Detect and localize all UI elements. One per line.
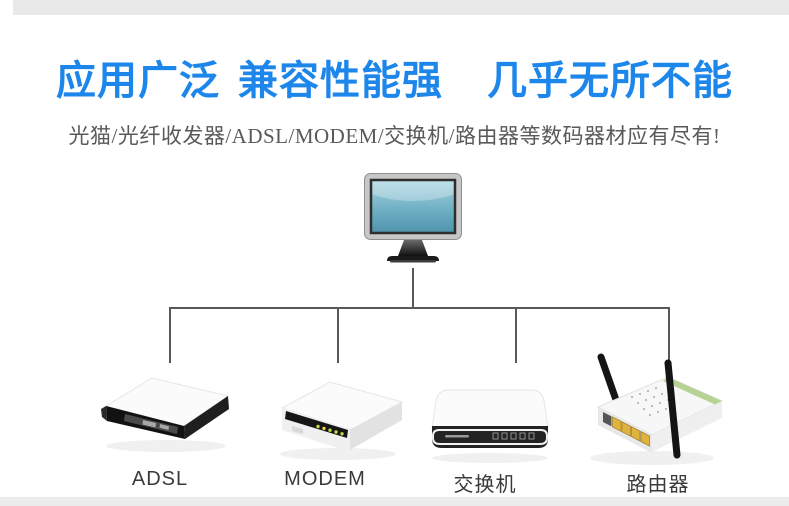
wireless-router-icon: [570, 345, 730, 470]
network-switch-icon: [415, 368, 565, 468]
bottom-edge-band: [0, 497, 789, 506]
title-segment: 几乎无所不能: [487, 59, 733, 103]
connector-line-horizontal: [169, 307, 670, 309]
connector-line-drop-switch: [515, 308, 517, 363]
connector-line-drop-modem: [337, 308, 339, 363]
device-label-switch: 交换机: [453, 474, 517, 496]
modem-icon: [262, 368, 412, 468]
computer-monitor-icon: [363, 172, 463, 267]
page-title: 应用广泛 兼容性能强 几乎无所不能: [0, 48, 789, 106]
title-segment: 应用广泛: [56, 59, 220, 103]
connector-line-drop-adsl: [169, 308, 171, 363]
device-label-router: 路由器: [626, 474, 690, 496]
title-segment: 兼容性能强: [238, 59, 443, 103]
device-label-modem: MODEM: [284, 468, 366, 490]
top-edge-band: [13, 0, 789, 15]
subtitle: 光猫/光纤收发器/ADSL/MODEM/交换机/路由器等数码器材应有尽有!: [68, 124, 721, 148]
connector-line-drop-router: [668, 308, 670, 363]
connector-line-trunk: [412, 268, 414, 308]
device-label-adsl: ADSL: [131, 468, 189, 490]
adsl-modem-icon: [92, 368, 242, 468]
